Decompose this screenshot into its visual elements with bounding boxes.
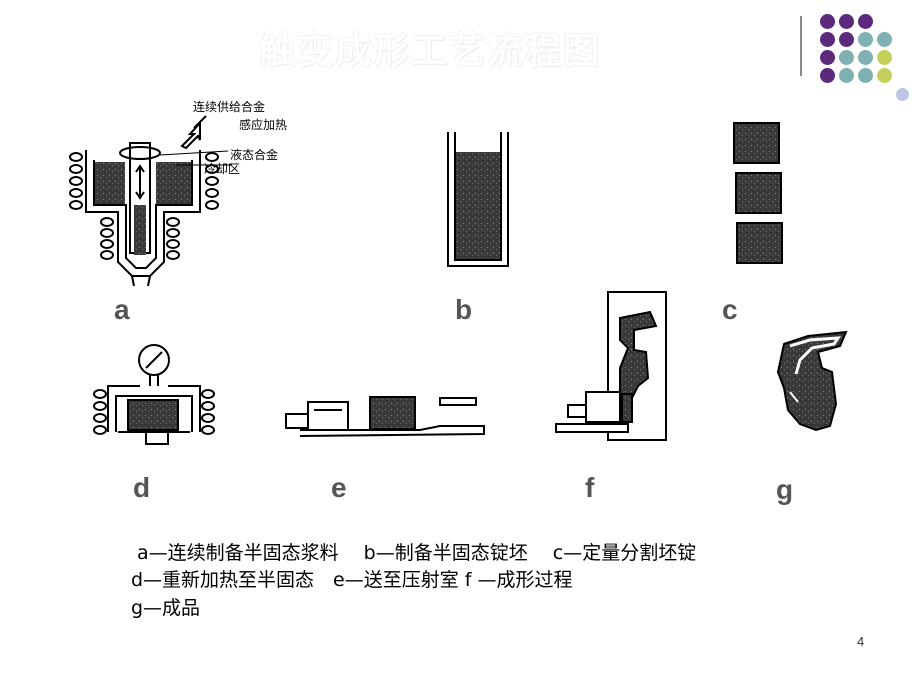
caption-line-2: d—重新加热至半固态 e—送至压射室 f —成形过程 (131, 569, 573, 591)
decor-dot (820, 32, 835, 47)
induction-coil-icon (69, 152, 83, 210)
caption-line-3: g—成品 (131, 597, 201, 619)
page-number: 4 (857, 634, 865, 649)
figure-g-finished-part (776, 330, 848, 432)
note-liquid-alloy: 液态合金 (230, 148, 279, 162)
slide-title: 触变成形工艺流程图 (258, 31, 601, 72)
decor-dot (839, 50, 854, 65)
figure-a-apparatus (69, 115, 232, 287)
decor-divider-line (800, 16, 802, 76)
decor-dot (858, 32, 873, 47)
decor-dot (858, 14, 873, 29)
decor-dot (820, 50, 835, 65)
figure-c-billets (733, 122, 783, 264)
label-f: f (585, 472, 595, 503)
label-g: g (776, 474, 794, 505)
label-a: a (114, 294, 130, 325)
decor-dot (877, 32, 892, 47)
decor-dot (839, 14, 854, 29)
decor-dot (839, 32, 854, 47)
figure-b-ingot-mold (447, 132, 509, 267)
decor-dot (858, 50, 873, 65)
note-cooling-zone: 冷却区 (204, 162, 241, 176)
decor-dot (858, 68, 873, 83)
label-b: b (455, 294, 473, 325)
cooling-coil-icon (100, 217, 180, 260)
induction-coil-icon (93, 389, 215, 435)
note-continuous-feed: 连续供给合金 (193, 100, 266, 114)
decor-dot (820, 68, 835, 83)
decor-dot (820, 14, 835, 29)
decor-dot (839, 68, 854, 83)
decor-dot (877, 50, 892, 65)
caption-line-1: a—连续制备半固态浆料 b—制备半固态锭坯 c—定量分割坯锭 (137, 542, 697, 564)
figure-f-forming (555, 291, 667, 441)
note-induction-heating: 感应加热 (239, 118, 288, 132)
label-e: e (331, 472, 347, 503)
figure-d-reheating (93, 344, 215, 445)
decor-dot (896, 88, 909, 101)
decor-dot (877, 68, 892, 83)
figure-e-shot-chamber (285, 396, 485, 437)
label-d: d (133, 472, 151, 503)
label-c: c (722, 294, 738, 325)
